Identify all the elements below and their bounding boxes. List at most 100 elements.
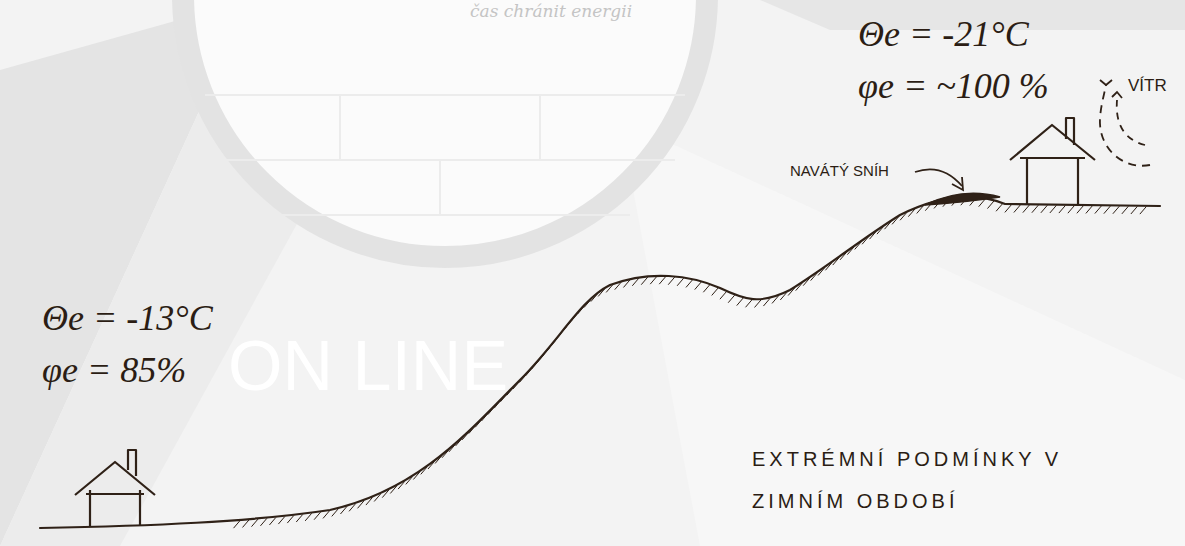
ground-hatch xyxy=(720,292,726,299)
ground-hatch xyxy=(988,201,994,208)
ground-hatch xyxy=(297,515,303,522)
ground-hatch xyxy=(1113,206,1119,213)
ground-hatch xyxy=(615,282,621,289)
ground-hatch xyxy=(526,369,532,376)
ground-hatch xyxy=(704,285,710,292)
ground-hatch xyxy=(624,280,630,287)
ground-hatch xyxy=(811,273,817,280)
ground-hatch xyxy=(314,512,320,519)
ground-hatch xyxy=(358,501,364,508)
ground-hatch xyxy=(398,482,404,489)
ground-hatch xyxy=(979,199,985,206)
ground-hatch xyxy=(1005,205,1011,212)
snow-leader xyxy=(915,169,963,190)
ground-hatch xyxy=(961,198,967,205)
ground-hatch xyxy=(288,516,294,523)
ground-hatch xyxy=(414,472,420,479)
ground-hatch xyxy=(764,299,770,306)
ground-hatch xyxy=(560,327,566,334)
ground-hatch xyxy=(406,477,412,484)
ground-hatch xyxy=(323,511,329,518)
ground-hatch xyxy=(772,296,778,303)
ground-hatch xyxy=(374,494,380,501)
watermark-slogan: čas chránit energii xyxy=(470,2,632,22)
ground-hatch xyxy=(1077,206,1083,213)
ground-hatch xyxy=(885,222,891,229)
ground-hatch xyxy=(633,279,639,286)
house-right xyxy=(1010,118,1095,205)
ground-hatch xyxy=(279,517,285,524)
ground-hatch xyxy=(803,278,809,285)
caption-note: EXTRÉMNÍ PODMÍNKY V ZIMNÍM OBDOBÍ xyxy=(752,438,1082,522)
ground-hatch xyxy=(870,232,876,239)
ground-hatch xyxy=(513,382,519,389)
ground-hatch xyxy=(566,320,572,327)
ground-hatch xyxy=(737,298,743,305)
ground-hatch xyxy=(549,341,555,348)
ground-hatch xyxy=(482,414,488,421)
snow-label: NAVÁTÝ SNÍH xyxy=(790,162,889,179)
wind-label: VÍTR xyxy=(1128,76,1167,96)
watermark-text: ON LINE xyxy=(228,326,508,407)
ground-hatch xyxy=(598,289,604,296)
ground-hatch xyxy=(826,263,832,270)
ground-hatch xyxy=(475,420,481,427)
humidity-label: φe = ~100 % xyxy=(858,66,1049,107)
ground-hatch xyxy=(341,507,347,514)
drifted-snow xyxy=(925,193,1000,205)
ground-hatch xyxy=(796,283,802,290)
ground-hatch xyxy=(755,300,761,307)
ground-hatch xyxy=(1023,205,1029,212)
ground-hatch xyxy=(543,348,549,355)
ground-hatch xyxy=(650,277,656,284)
ground-hatch xyxy=(695,282,701,289)
ground-hatch xyxy=(818,268,824,275)
temperature-label: Θe = -21°C xyxy=(858,14,1029,55)
ground-hatch xyxy=(952,198,958,205)
ground-hatch xyxy=(1095,206,1101,213)
ground-hatch xyxy=(848,247,854,254)
house-left xyxy=(75,450,155,526)
ground-hatch xyxy=(383,490,389,497)
ground-hatch xyxy=(428,462,434,469)
ground-hatch xyxy=(1104,206,1110,213)
ground-hatch xyxy=(332,509,338,516)
ground-hatch xyxy=(1014,205,1020,212)
ground-hatch xyxy=(1059,206,1065,213)
ground-hatch xyxy=(421,467,427,474)
ground-hatch xyxy=(840,253,846,260)
ground-hatch xyxy=(349,504,355,511)
ground-hatch xyxy=(934,201,940,208)
ground-hatch xyxy=(584,300,590,307)
ground-hatch xyxy=(449,445,455,452)
ground-hatch xyxy=(234,521,240,528)
ground-hatch xyxy=(970,198,976,205)
humidity-label: φe = 85% xyxy=(42,350,186,391)
ground-hatch xyxy=(572,313,578,320)
ground-hatch xyxy=(900,213,906,220)
ground-hatch xyxy=(1041,206,1047,213)
ground-hatch xyxy=(606,285,612,292)
ground-hatch xyxy=(469,426,475,433)
ground-hatch xyxy=(1068,206,1074,213)
ground-hatch xyxy=(532,362,538,369)
ground-hatch xyxy=(538,355,544,362)
ground-hatch xyxy=(305,514,311,521)
ground-hatch xyxy=(659,277,665,284)
ground-hatch xyxy=(1122,207,1128,214)
ground-hatch xyxy=(462,433,468,440)
ground-hatch xyxy=(677,279,683,286)
ground-hatch xyxy=(243,520,249,527)
ground-hatch xyxy=(456,439,462,446)
ground-hatch xyxy=(366,498,372,505)
ground-hatch xyxy=(728,295,734,302)
ground-hatch xyxy=(917,206,923,213)
ground-hatch xyxy=(488,407,494,414)
ground-hatch xyxy=(943,199,949,206)
ground-hatch xyxy=(746,300,752,307)
ground-hatch xyxy=(668,277,674,284)
ground-hatch xyxy=(1131,207,1137,214)
ground-hatch xyxy=(1140,207,1146,214)
ground-hatch xyxy=(781,293,787,300)
